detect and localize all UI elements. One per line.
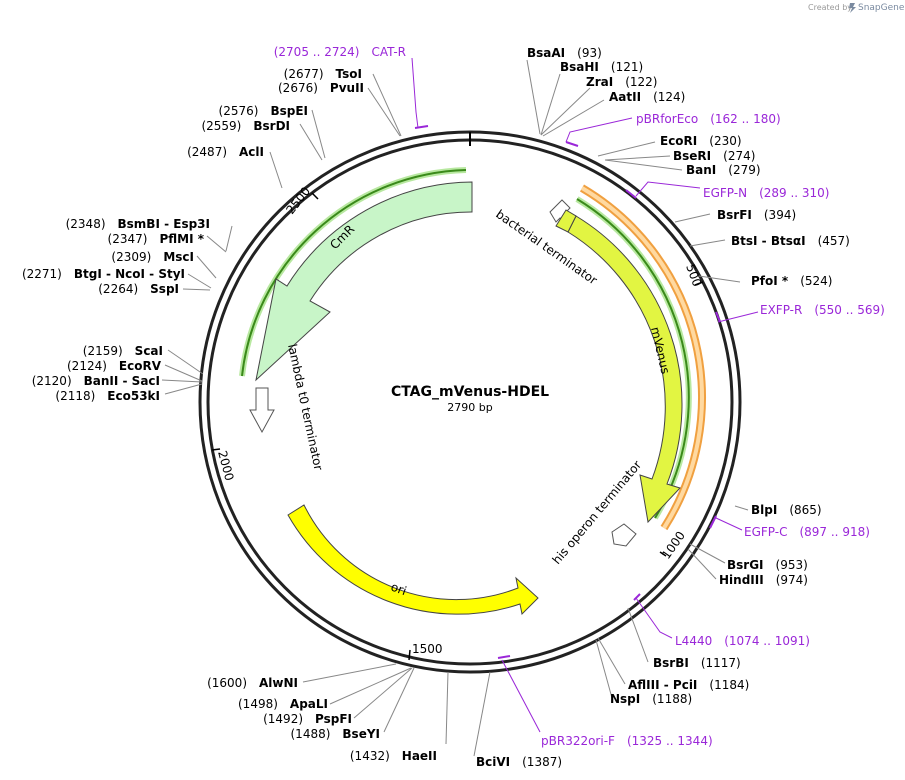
- primer-egfp-c[interactable]: EGFP-C(897 .. 918): [744, 525, 870, 539]
- tick-1000: 1000: [659, 529, 688, 562]
- enzyme-pspfi[interactable]: (1492)PspFI: [263, 712, 352, 726]
- tick-1500: 1500: [412, 642, 443, 656]
- enzyme-tsoi[interactable]: (2677)TsoI: [284, 67, 362, 81]
- enzyme-aatii[interactable]: AatII(124): [609, 90, 685, 104]
- enzyme-pflmi[interactable]: (2347)PflMI *: [108, 232, 205, 246]
- enzyme-bsmbi-esp3i[interactable]: (2348)BsmBI - Esp3I: [66, 217, 210, 231]
- enzyme-alwni[interactable]: (1600)AlwNI: [207, 676, 298, 690]
- enzyme-bseyi[interactable]: (1488)BseYI: [291, 727, 381, 741]
- enzyme-hindiii[interactable]: HindIII(974): [719, 573, 808, 587]
- tick-2500: 2500: [283, 184, 313, 217]
- primer-l4440[interactable]: L4440(1074 .. 1091): [675, 634, 810, 648]
- enzyme-msci[interactable]: (2309)MscI: [111, 250, 194, 264]
- enzyme-pfoi[interactable]: PfoI *(524): [751, 274, 832, 288]
- primer-pbrforeco[interactable]: pBRforEco(162 .. 180): [636, 112, 781, 126]
- enzyme-scai[interactable]: (2159)ScaI: [83, 344, 163, 358]
- enzyme-ecori[interactable]: EcoRI(230): [660, 134, 742, 148]
- enzyme-acli[interactable]: (2487)AclI: [187, 145, 264, 159]
- enzyme-haeii[interactable]: (1432)HaeII: [350, 749, 437, 763]
- credit-brand: SnapGene: [858, 3, 905, 13]
- his-operon-terminator[interactable]: his operon terminator: [550, 458, 645, 567]
- bacterial-terminator[interactable]: bacterial terminator: [493, 199, 600, 287]
- primer-egfp-n[interactable]: EGFP-N(289 .. 310): [703, 186, 830, 200]
- credit-prefix: Created by: [808, 3, 852, 12]
- mvenus-bands: [575, 184, 706, 531]
- enzyme-bcivi[interactable]: BciVI(1387): [476, 755, 562, 769]
- enzyme-banii-saci[interactable]: (2120)BanII - SacI: [32, 374, 160, 388]
- enzyme-bsaai[interactable]: BsaAI(93): [527, 46, 602, 60]
- enzyme-nspi[interactable]: NspI(1188): [610, 692, 692, 706]
- plasmid-name: CTAG_mVenus-HDEL: [391, 384, 549, 400]
- enzyme-eco53ki[interactable]: (2118)Eco53kI: [55, 389, 160, 403]
- enzyme-bsrgi[interactable]: BsrGI(953): [727, 558, 808, 572]
- primer-pbr322ori-f[interactable]: pBR322ori-F(1325 .. 1344): [541, 734, 713, 748]
- his-operon-label: his operon terminator: [550, 458, 645, 567]
- plasmid-size: 2790 bp: [447, 401, 492, 414]
- enzyme-bsrdi[interactable]: (2559)BsrDI: [201, 119, 290, 133]
- enzyme-btsi[interactable]: BtsI - BtsαI(457): [731, 234, 850, 248]
- primer-cat-r[interactable]: (2705 .. 2724)CAT-R: [274, 45, 406, 59]
- enzyme-bsrbi[interactable]: BsrBI(1117): [653, 656, 741, 670]
- primer-markers: [411, 57, 759, 733]
- enzyme-zrai[interactable]: ZraI(122): [586, 75, 657, 89]
- snapgene-icon: [849, 3, 856, 13]
- enzyme-blpi[interactable]: BlpI(865): [751, 503, 822, 517]
- enzyme-bani[interactable]: BanI(279): [686, 163, 761, 177]
- enzyme-apali[interactable]: (1498)ApaLI: [238, 697, 328, 711]
- lambda-t0-label: lambda t0 terminator: [285, 343, 325, 472]
- enzyme-ecorv[interactable]: (2124)EcoRV: [67, 359, 162, 373]
- cmr-band: [239, 167, 467, 377]
- enzyme-bsahi[interactable]: BsaHI(121): [560, 60, 643, 74]
- tick-500: 500: [683, 262, 704, 288]
- enzyme-pvuii[interactable]: (2676)PvuII: [278, 81, 364, 95]
- primer-exfp-r[interactable]: EXFP-R(550 .. 569): [760, 303, 885, 317]
- backbone-ring: [198, 130, 742, 674]
- enzyme-bsrfi[interactable]: BsrFI(394): [717, 208, 796, 222]
- enzyme-btgi-ncoi-styi[interactable]: (2271)BtgI - NcoI - StyI: [22, 267, 185, 281]
- enzyme-afliii[interactable]: AflIII - PciI(1184): [628, 678, 749, 692]
- ori-arrow[interactable]: ori: [287, 504, 539, 616]
- enzyme-sspi[interactable]: (2264)SspI: [98, 282, 179, 296]
- bacterial-terminator-label: bacterial terminator: [493, 207, 600, 287]
- enzyme-bseri[interactable]: BseRI(274): [673, 149, 755, 163]
- enzyme-bspei[interactable]: (2576)BspEI: [219, 104, 308, 118]
- enzyme-leaders: [161, 59, 749, 757]
- ori-label: ori: [389, 580, 408, 598]
